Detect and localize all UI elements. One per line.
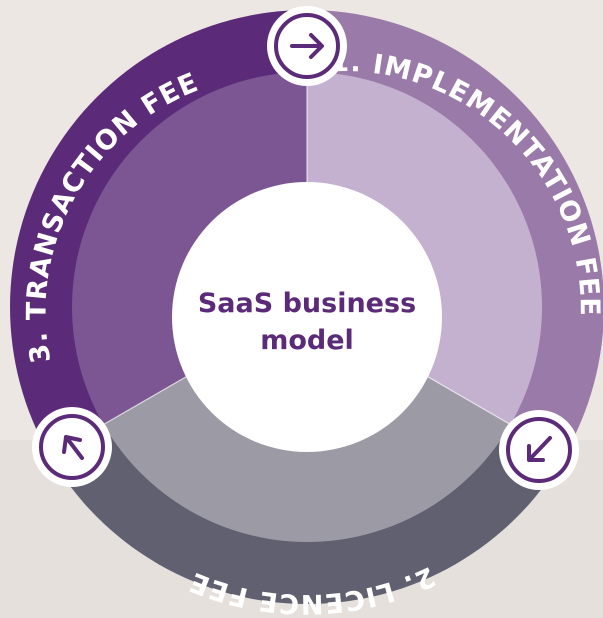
center-circle [172,182,442,452]
arrow-right-icon [267,6,347,86]
arrow-down-left-icon [499,410,579,490]
center-label-line2: model [260,325,354,356]
center-label-line1: SaaS business [198,288,416,319]
arrow-up-left-icon [32,407,112,487]
